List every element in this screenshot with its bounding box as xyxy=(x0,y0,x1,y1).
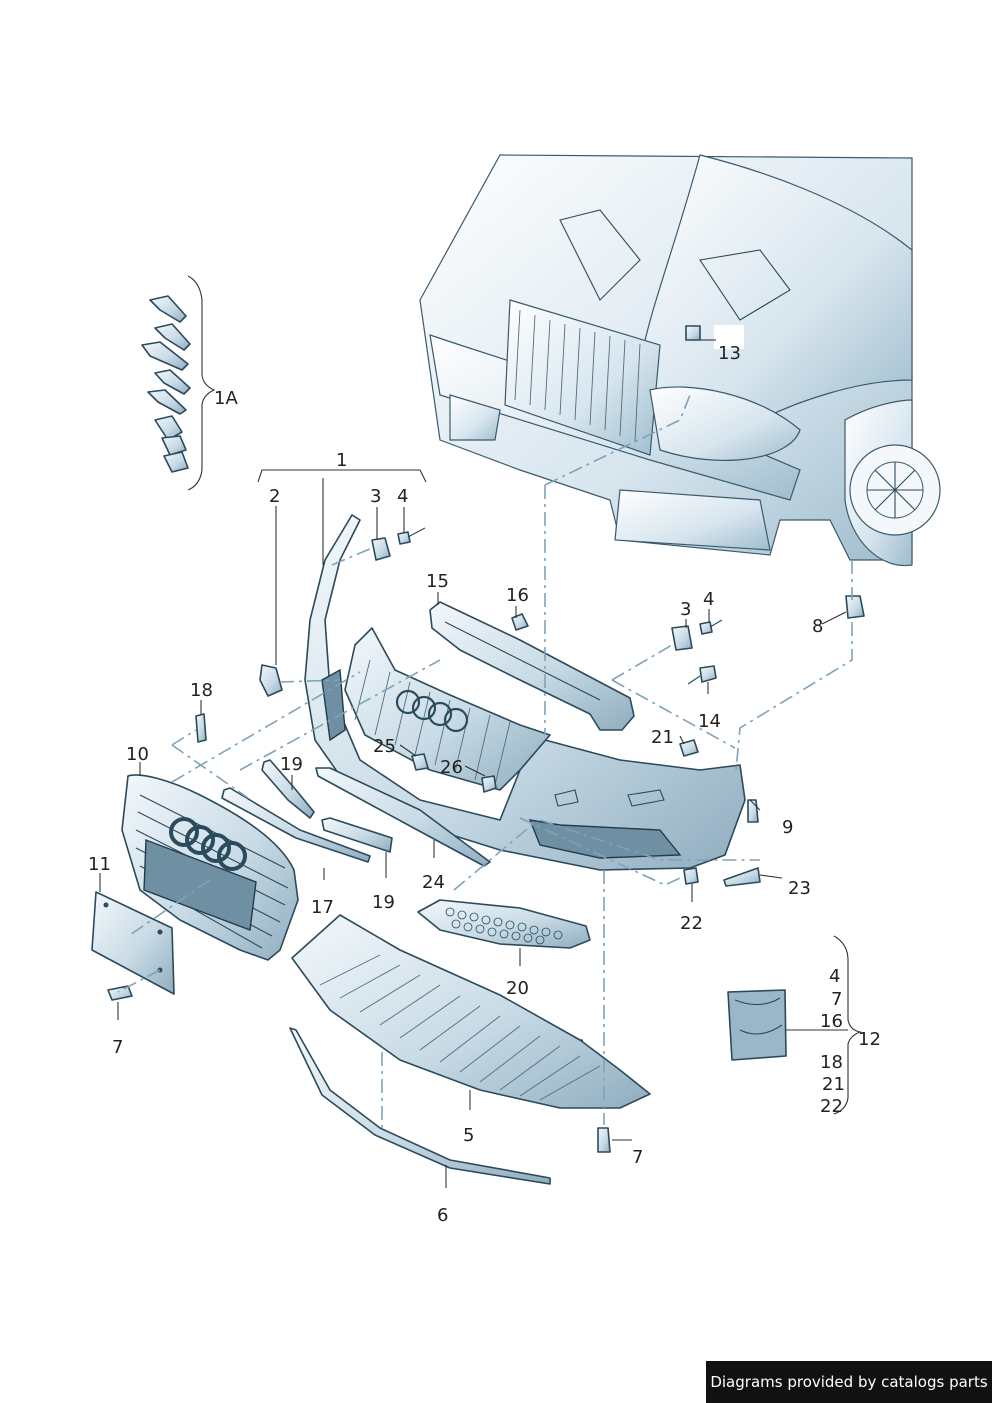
callout-9: 9 xyxy=(782,817,793,838)
callout-4: 4 xyxy=(703,589,714,610)
callout-labels: 1 1A 2 3 4 15 16 3 4 8 13 14 18 21 25 26… xyxy=(88,343,881,1226)
callout-7: 7 xyxy=(632,1147,643,1168)
callout-17: 17 xyxy=(311,897,334,918)
radiator-grille xyxy=(121,774,299,961)
kit-item: 7 xyxy=(831,989,842,1010)
bumper-cover xyxy=(304,514,746,871)
kit-item: 18 xyxy=(820,1052,843,1073)
callout-1a: 1A xyxy=(214,388,238,409)
callout-25: 25 xyxy=(373,736,396,757)
callout-3: 3 xyxy=(370,486,381,507)
callout-11: 11 xyxy=(88,854,111,875)
kit-item: 21 xyxy=(822,1074,845,1095)
side-honeycomb-grille xyxy=(417,899,591,949)
leader-lines xyxy=(99,339,862,1188)
callout-5: 5 xyxy=(463,1125,474,1146)
kit-item: 16 xyxy=(820,1011,843,1032)
kit-item: 22 xyxy=(820,1096,843,1117)
callout-10: 10 xyxy=(126,744,149,765)
callout-26: 26 xyxy=(440,757,463,778)
license-plate-base xyxy=(91,891,175,995)
callout-6: 6 xyxy=(437,1205,448,1226)
callout-21: 21 xyxy=(651,727,674,748)
callout-12: 12 xyxy=(858,1029,881,1050)
callout-14: 14 xyxy=(698,711,721,732)
callout-19: 19 xyxy=(372,892,395,913)
trim-strips xyxy=(221,759,491,867)
callout-18: 18 xyxy=(190,680,213,701)
kit-item: 4 xyxy=(829,966,840,987)
callout-16: 16 xyxy=(506,585,529,606)
callout-3: 3 xyxy=(680,599,691,620)
callout-23: 23 xyxy=(788,878,811,899)
callout-24: 24 xyxy=(422,872,445,893)
impact-bracket xyxy=(429,601,635,731)
underbody-guard xyxy=(291,914,651,1109)
callout-15: 15 xyxy=(426,571,449,592)
callout-7: 7 xyxy=(112,1037,123,1058)
assembly-lines xyxy=(117,394,853,1130)
bolt-kit-1a xyxy=(141,275,216,491)
spoiler-lip xyxy=(289,1027,551,1185)
callout-1: 1 xyxy=(336,450,347,471)
callout-8: 8 xyxy=(812,616,823,637)
callout-2: 2 xyxy=(269,486,280,507)
callout-19: 19 xyxy=(280,754,303,775)
callout-4: 4 xyxy=(397,486,408,507)
callout-20: 20 xyxy=(506,978,529,999)
callout-13: 13 xyxy=(718,343,741,364)
car-front-body xyxy=(419,154,941,567)
kit-12-contents: 4 7 16 18 21 22 xyxy=(820,966,845,1117)
credit-banner: Diagrams provided by catalogs parts xyxy=(706,1361,992,1403)
repair-kit-bag xyxy=(727,989,787,1061)
callout-22: 22 xyxy=(680,913,703,934)
